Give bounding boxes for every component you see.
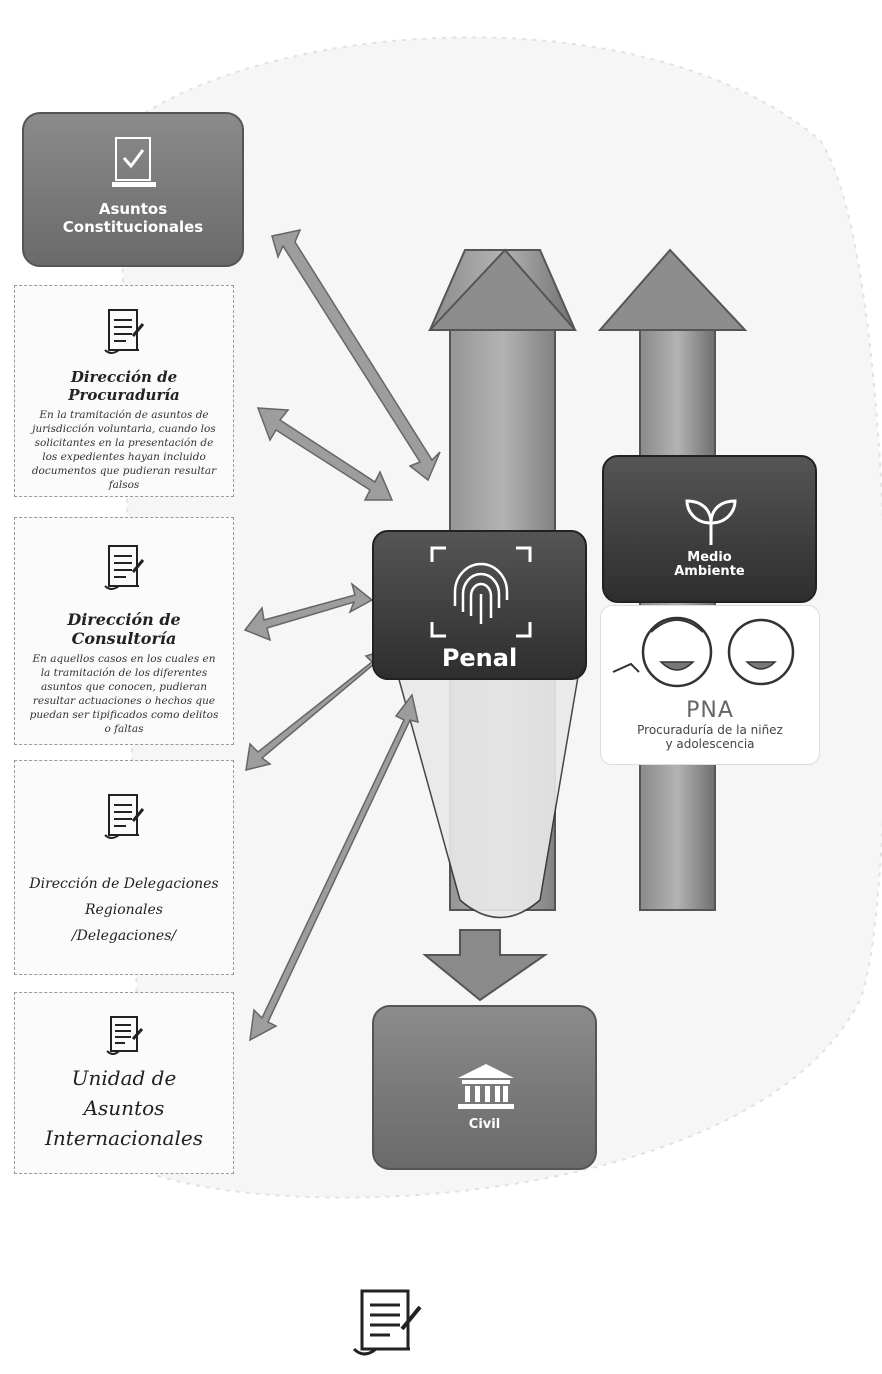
delegaciones-line-3: /Delegaciones/ — [71, 928, 177, 944]
double-arrow-3 — [243, 581, 374, 642]
scroll-document-icon — [104, 794, 145, 839]
double-arrow-1 — [271, 228, 441, 482]
consultoria-text: En aquellos casos en los cuales en la tr… — [29, 653, 219, 735]
double-arrow-4 — [245, 648, 388, 772]
connector-arrows — [243, 228, 441, 1042]
internacionales-line-3: Internacionales — [45, 1126, 203, 1150]
delegaciones-line-2: Regionales — [84, 902, 163, 918]
scroll-document-icon — [104, 545, 145, 590]
card-unidad-internacionales: Unidad de Asuntos Internacionales — [14, 992, 234, 1174]
medio-ambiente-box: Medio Ambiente — [602, 455, 817, 603]
penal-box: Penal — [372, 530, 587, 680]
children-faces-icon — [612, 616, 795, 688]
asuntos-constitucionales-label-1: Asuntos — [98, 200, 168, 218]
courthouse-icon — [458, 1064, 514, 1109]
asuntos-constitucionales-box: Asuntos Constitucionales — [22, 112, 244, 267]
civil-label: Civil — [468, 1117, 501, 1132]
card-direccion-procuraduria: Dirección de Procuraduría En la tramitac… — [14, 285, 234, 497]
up-arrow-head-right — [597, 248, 748, 331]
pna-acronym: PNA — [686, 698, 734, 723]
fingerprint-icon — [430, 546, 532, 638]
internacionales-line-2: Asuntos — [83, 1096, 165, 1120]
double-arrow-2 — [256, 407, 394, 501]
card-direccion-consultoria: Dirección de Consultoría En aquellos cas… — [14, 517, 234, 745]
internacionales-line-1: Unidad de — [71, 1066, 177, 1090]
pna-line-1: Procuraduría de la niñez — [637, 723, 783, 737]
medio-ambiente-label-1: Medio — [687, 550, 732, 565]
plant-sprout-icon — [685, 499, 737, 545]
consultoria-title: Dirección de Consultoría — [67, 610, 181, 648]
down-arrow-civil — [422, 929, 549, 1002]
procuraduria-title: Dirección de Procuraduría — [68, 368, 180, 404]
scroll-document-icon-bottom — [352, 1289, 422, 1356]
scroll-document-icon — [104, 309, 145, 354]
medio-ambiente-label-2: Ambiente — [674, 564, 745, 579]
civil-box: Civil — [372, 1005, 597, 1170]
scroll-document-icon — [106, 1016, 144, 1055]
card-direccion-delegaciones: Dirección de Delegaciones Regionales /De… — [14, 760, 234, 975]
double-arrow-5 — [249, 693, 419, 1042]
document-check-icon — [112, 137, 156, 187]
procuraduria-text: En la tramitación de asuntos de jurisdic… — [31, 409, 217, 491]
up-arrow-head-left — [427, 248, 578, 331]
delegaciones-line-1: Dirección de Delegaciones — [29, 876, 219, 892]
asuntos-constitucionales-label-2: Constitucionales — [62, 218, 204, 236]
pna-line-2: y adolescencia — [665, 737, 755, 751]
penal-cone — [394, 664, 581, 919]
pna-box: PNA Procuraduría de la niñez y adolescen… — [600, 605, 820, 765]
penal-label: Penal — [441, 644, 518, 672]
